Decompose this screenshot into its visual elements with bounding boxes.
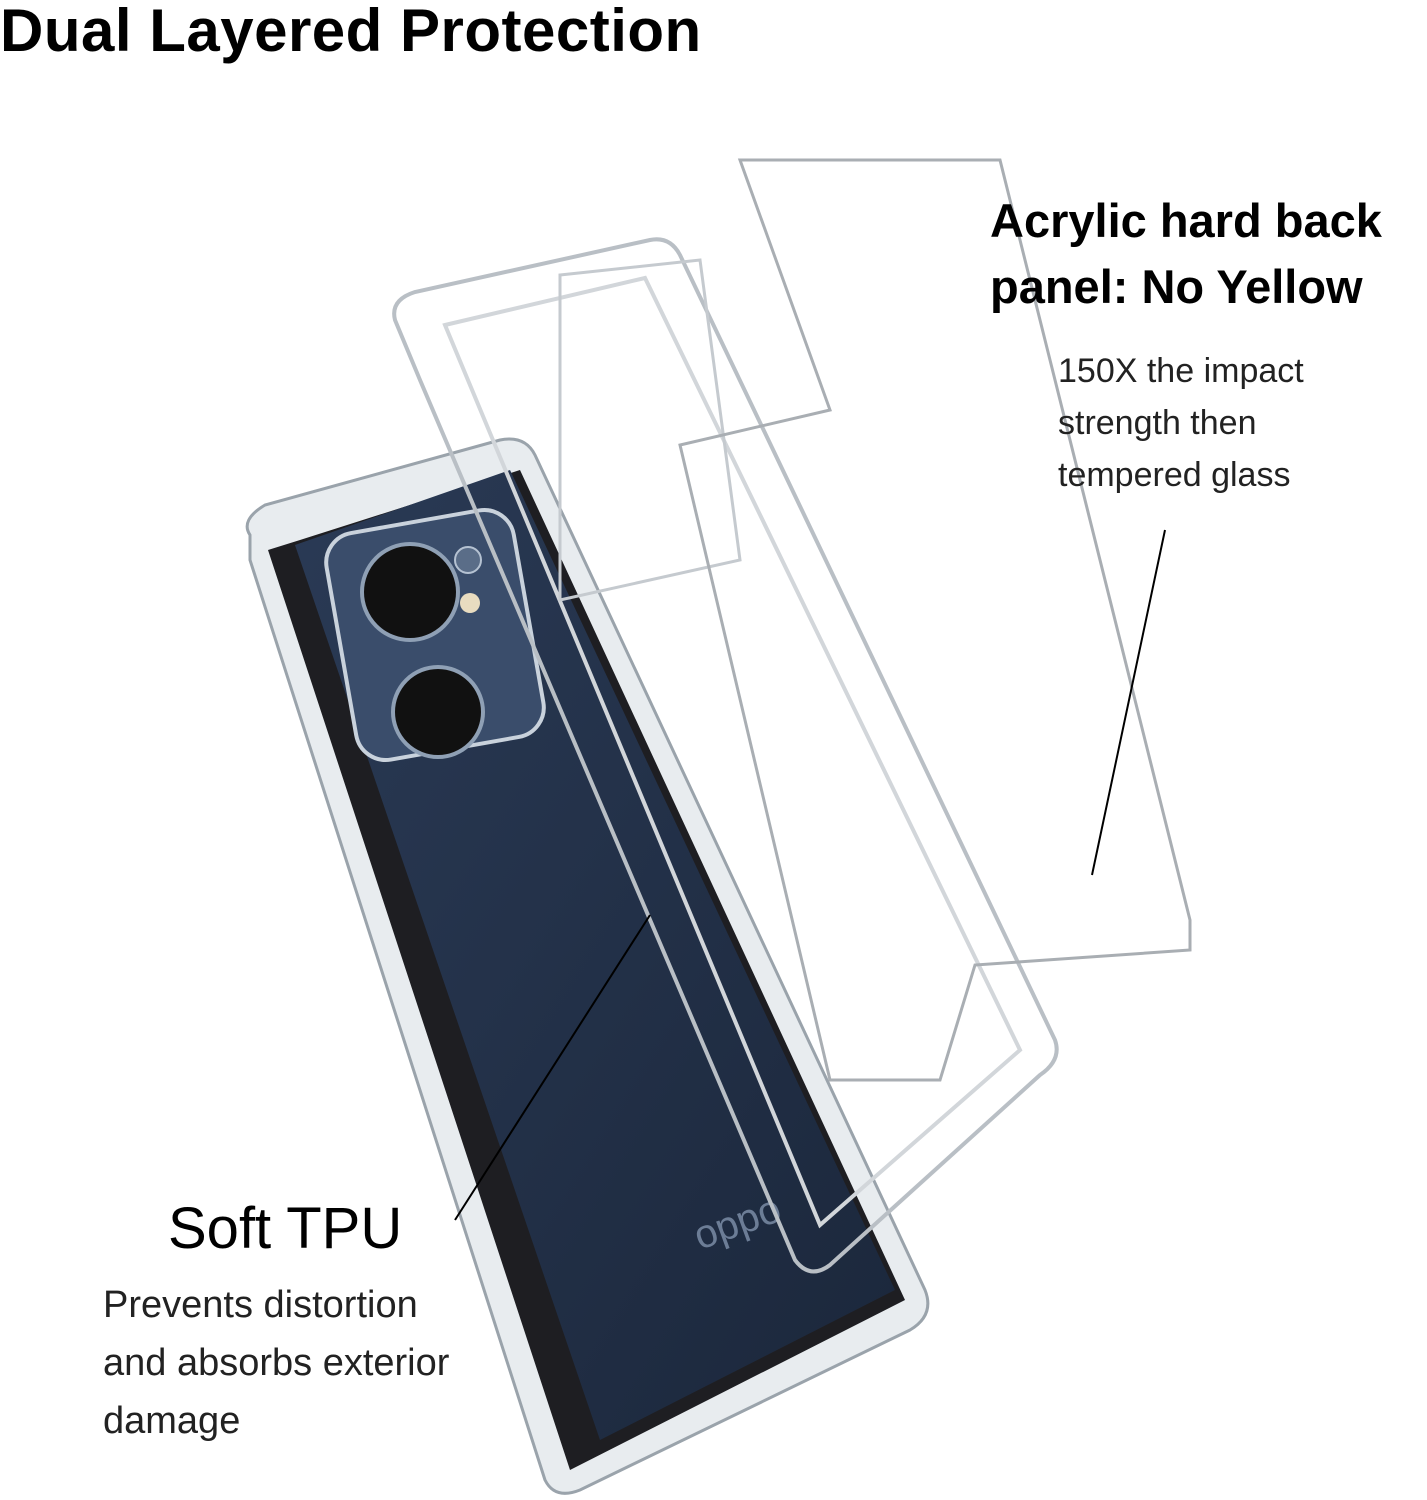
acrylic-heading-line: panel: No Yellow — [990, 260, 1363, 313]
tpu-description: Prevents distortion and absorbs exterior… — [103, 1276, 449, 1450]
tpu-desc-line: damage — [103, 1400, 241, 1442]
acrylic-heading: Acrylic hard back panel: No Yellow — [990, 188, 1382, 320]
acrylic-back-panel — [678, 158, 1192, 1082]
phone-in-tpu-case: oppo — [245, 437, 930, 1495]
page-title: Dual Layered Protection — [0, 0, 702, 64]
tpu-heading: Soft TPU — [168, 1196, 403, 1261]
tpu-desc-line: and absorbs exterior — [103, 1342, 450, 1384]
acrylic-heading-line: Acrylic hard back — [990, 194, 1382, 247]
acrylic-desc-line: 150X the impact — [1058, 352, 1304, 390]
acrylic-desc-line: strength then — [1058, 404, 1257, 442]
camera-lens-icon — [391, 665, 485, 759]
tpu-leader-line — [454, 914, 651, 1221]
tpu-desc-line: Prevents distortion — [103, 1284, 418, 1326]
acrylic-desc-line: tempered glass — [1058, 456, 1291, 494]
camera-lens-icon — [360, 542, 460, 642]
transparent-case-frame — [392, 237, 1059, 1274]
acrylic-description: 150X the impact strength then tempered g… — [1058, 345, 1304, 501]
acrylic-leader-line — [1091, 529, 1166, 876]
